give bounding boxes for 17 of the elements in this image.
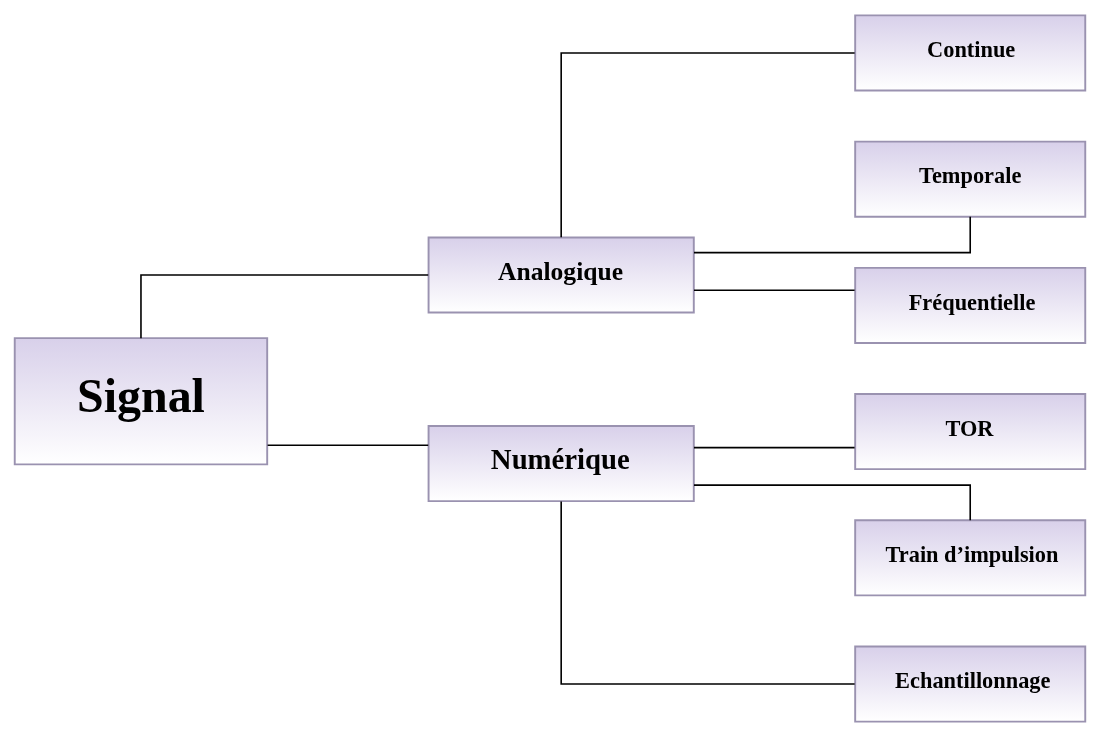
- node-box: Echantillonnage: [854, 645, 1087, 723]
- node-box: Numérique: [427, 425, 695, 503]
- connector: [560, 52, 856, 239]
- connector: [266, 444, 430, 446]
- node-box: Fréquentielle: [854, 266, 1087, 344]
- connector: [693, 446, 856, 449]
- connector: [140, 274, 430, 339]
- connector: [693, 484, 971, 521]
- node-box: Train d’impulsion: [854, 519, 1087, 597]
- node-box: TOR: [854, 393, 1087, 471]
- connector: [560, 500, 856, 685]
- node-box: Signal: [13, 337, 269, 466]
- node-box: Analogique: [427, 236, 695, 314]
- connector: [693, 216, 971, 254]
- node-box: Temporale: [854, 140, 1087, 218]
- node-box: Continue: [854, 14, 1087, 92]
- connector: [693, 289, 856, 291]
